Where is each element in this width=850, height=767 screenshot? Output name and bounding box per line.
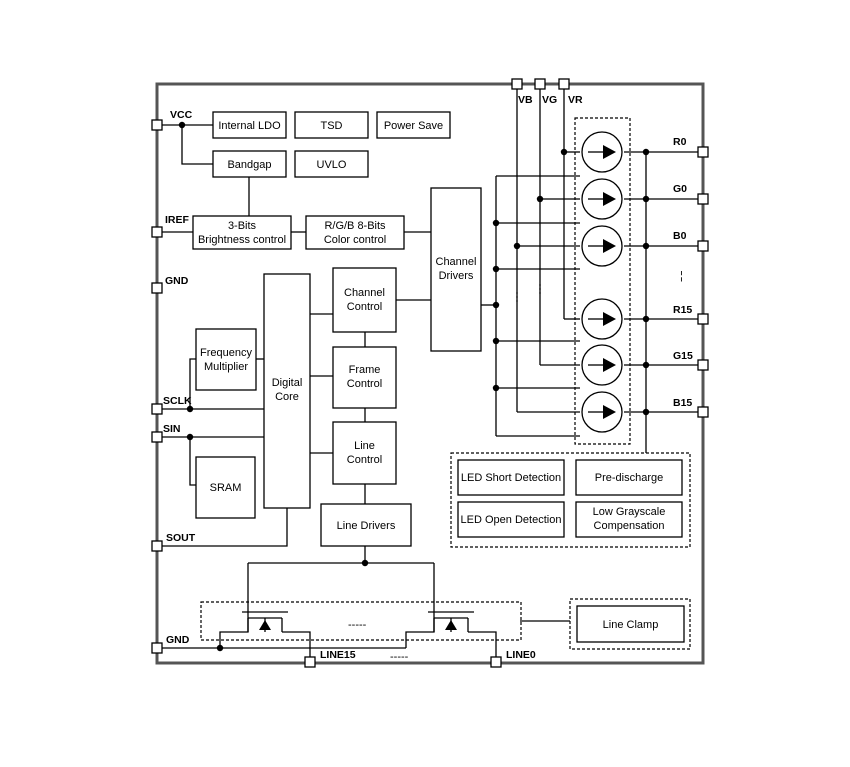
pin-label-vcc: VCC xyxy=(170,109,193,121)
pin-label-line15: LINE15 xyxy=(320,649,356,661)
sram-label: SRAM xyxy=(210,482,242,494)
pin-label-iref: IREF xyxy=(165,214,190,226)
digital-core-block xyxy=(263,273,311,509)
pin-label-vg: VG xyxy=(542,94,557,106)
pin-label-sin: SIN xyxy=(163,423,181,435)
channel-drivers-label-1: Channel xyxy=(436,256,477,268)
pin-label-b15: B15 xyxy=(673,397,692,409)
pin-label-g15: G15 xyxy=(673,350,693,362)
frame-control-block xyxy=(332,346,397,409)
pre-discharge-block xyxy=(575,459,683,496)
led-open-detection-block xyxy=(457,501,565,538)
bandgap-block xyxy=(212,150,287,178)
led-short-detection-label: LED Short Detection xyxy=(461,472,561,484)
color-control-block xyxy=(305,215,405,250)
source-array-frame xyxy=(574,117,631,445)
uvlo-block xyxy=(294,150,369,178)
line-control-block xyxy=(332,421,397,485)
current-source-b0 xyxy=(581,225,623,267)
current-source-r15 xyxy=(581,298,623,340)
mosfet-left xyxy=(242,611,288,632)
line-control-label-1: Line xyxy=(354,440,375,452)
led-short-detection-block xyxy=(457,459,565,496)
pin-label-vr: VR xyxy=(568,94,583,106)
junction-dots xyxy=(178,121,650,652)
pin-label-b0: B0 xyxy=(673,230,687,242)
channel-control-block xyxy=(332,267,397,333)
mosfet-right xyxy=(428,611,474,632)
pin-label-sout: SOUT xyxy=(166,532,196,544)
pin-label-r0: R0 xyxy=(673,136,687,148)
line-clamp-label: Line Clamp xyxy=(603,619,659,631)
line-clamp-frame xyxy=(569,598,691,650)
low-grayscale-compensation-label-1: Low Grayscale xyxy=(593,506,666,518)
detection-frame xyxy=(450,452,691,548)
pin-label-gnd-left: GND xyxy=(165,275,189,287)
pin-squares xyxy=(151,78,709,668)
rail-gap xyxy=(516,284,541,302)
tsd-label: TSD xyxy=(321,120,343,132)
current-sources xyxy=(581,131,623,433)
pin-label-gnd-bottom: GND xyxy=(166,634,190,646)
pre-discharge-label: Pre-discharge xyxy=(595,472,663,484)
line-control-label-2: Control xyxy=(347,454,382,466)
color-control-label-2: Color control xyxy=(324,234,386,246)
mosfet-gap-dashes: ----- xyxy=(348,619,367,631)
pin-label-line0: LINE0 xyxy=(506,649,536,661)
frequency-multiplier-label-1: Frequency xyxy=(200,347,252,359)
brightness-control-label-2: Brightness control xyxy=(198,234,286,246)
frequency-multiplier-block xyxy=(195,328,257,391)
channel-drivers-label-2: Drivers xyxy=(439,270,474,282)
current-source-b15 xyxy=(581,391,623,433)
pin-label-r15: R15 xyxy=(673,304,692,316)
frame-control-label-2: Control xyxy=(347,378,382,390)
channel-control-label-2: Control xyxy=(347,301,382,313)
line-drivers-block xyxy=(320,503,412,547)
channel-drivers-block xyxy=(430,187,482,352)
low-grayscale-compensation-block xyxy=(575,501,683,538)
bandgap-label: Bandgap xyxy=(227,159,271,171)
channel-control-label-1: Channel xyxy=(344,287,385,299)
current-source-g0 xyxy=(581,178,623,220)
frame-control-label-1: Frame xyxy=(349,364,381,376)
line-clamp-block xyxy=(576,605,685,643)
power-save-block xyxy=(376,111,451,139)
brightness-control-label-1: 3-Bits xyxy=(228,220,257,232)
current-source-g15 xyxy=(581,344,623,386)
internal-ldo-block xyxy=(212,111,287,139)
pin-label-sclk: SCLK xyxy=(163,395,192,407)
frequency-multiplier-label-2: Multiplier xyxy=(204,361,248,373)
pin-label-g0: G0 xyxy=(673,183,687,195)
pin-label-vb: VB xyxy=(518,94,533,106)
power-save-label: Power Save xyxy=(384,120,443,132)
line-drivers-label: Line Drivers xyxy=(337,520,396,532)
line-pins-gap-dashes: ----- xyxy=(390,651,409,663)
tsd-block xyxy=(294,111,369,139)
led-open-detection-label: LED Open Detection xyxy=(461,514,562,526)
channel-gap-dashes: ¦ xyxy=(680,270,683,282)
internal-ldo-label: Internal LDO xyxy=(218,120,281,132)
uvlo-label: UVLO xyxy=(317,159,347,171)
current-source-r0 xyxy=(581,131,623,173)
digital-core-label-2: Core xyxy=(275,391,299,403)
digital-core-label-1: Digital xyxy=(272,377,303,389)
low-grayscale-compensation-label-2: Compensation xyxy=(594,520,665,532)
chip-outline xyxy=(155,82,705,665)
sram-block xyxy=(195,456,256,519)
mosfet-frame xyxy=(200,601,522,641)
color-control-label-1: R/G/B 8-Bits xyxy=(324,220,386,232)
brightness-control-block xyxy=(192,215,292,250)
